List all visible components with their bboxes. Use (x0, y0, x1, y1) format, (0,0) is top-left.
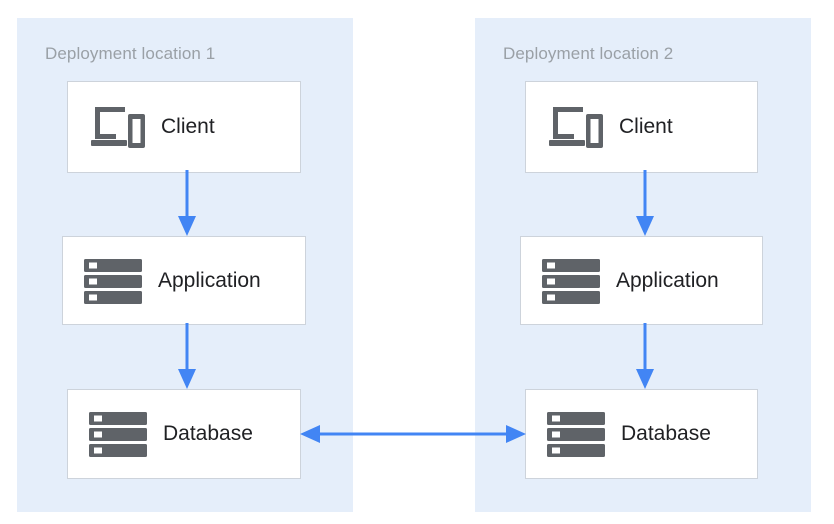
node-application-2[interactable]: Application (520, 236, 763, 325)
node-client-2-label: Client (619, 115, 673, 138)
deployment-location-2-label: Deployment location 2 (503, 44, 674, 63)
arrow-client-1-to-app-1 (178, 170, 196, 236)
server-stack-icon (84, 257, 142, 305)
node-database-2-label: Database (621, 422, 711, 445)
node-client-2[interactable]: Client (525, 81, 758, 173)
node-client-1-label: Client (161, 115, 215, 138)
server-stack-icon (542, 257, 600, 305)
node-client-1[interactable]: Client (67, 81, 301, 173)
devices-client-icon (547, 104, 603, 150)
devices-client-icon (89, 104, 145, 150)
arrow-app-2-to-database-2 (636, 323, 654, 389)
node-application-1-label: Application (158, 268, 261, 292)
arrow-app-1-to-database-1 (178, 323, 196, 389)
node-database-1-label: Database (163, 422, 253, 445)
node-database-2[interactable]: Database (525, 389, 758, 479)
server-stack-icon (89, 410, 147, 458)
deployment-location-2-panel: Deployment location 2 Client (475, 18, 811, 512)
node-application-1[interactable]: Application (62, 236, 306, 325)
deployment-location-1-label: Deployment location 1 (45, 44, 216, 63)
server-stack-icon (547, 410, 605, 458)
arrow-client-2-to-app-2 (636, 170, 654, 236)
node-application-2-label: Application (616, 268, 719, 292)
node-database-1[interactable]: Database (67, 389, 301, 479)
deployment-location-1-panel: Deployment location 1 Client (17, 18, 353, 512)
